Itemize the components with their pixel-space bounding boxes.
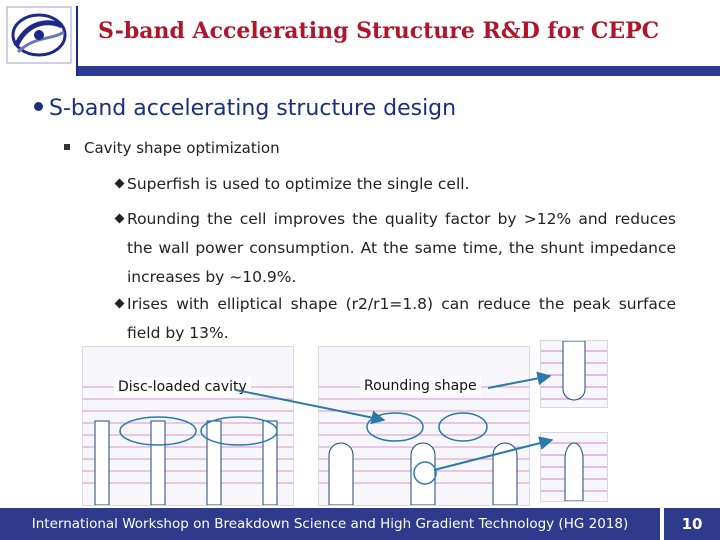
detail-bullet-2: Rounding the cell improves the quality f… (114, 205, 676, 292)
disc-loaded-cavity-label: Disc-loaded cavity (114, 377, 251, 397)
sub-bullet-text: Cavity shape optimization (84, 139, 280, 157)
rounding-shape-figure (318, 346, 530, 506)
detail-bullet-text: Superfish is used to optimize the single… (127, 175, 470, 193)
main-bullet-text: S-band accelerating structure design (49, 96, 457, 121)
header-bar (78, 66, 720, 76)
detail-bullet-3: Irises with elliptical shape (r2/r1=1.8)… (114, 290, 676, 348)
footer-bar: International Workshop on Breakdown Scie… (0, 508, 660, 540)
detail-bullet-1: Superfish is used to optimize the single… (114, 170, 676, 199)
main-bullet: S-band accelerating structure design (34, 96, 456, 121)
detail-bullet-text: Irises with elliptical shape (r2/r1=1.8)… (127, 295, 676, 342)
detail-bullet-text: Rounding the cell improves the quality f… (127, 210, 676, 286)
bullet-square-icon (64, 144, 70, 150)
bullet-dot-icon (34, 102, 43, 111)
iris-elliptical-figure (540, 432, 608, 502)
iris-circular-figure (540, 340, 608, 408)
page-number: 10 (664, 508, 720, 540)
disc-loaded-cavity-figure (82, 346, 294, 506)
footer-text: International Workshop on Breakdown Scie… (31, 516, 629, 532)
slide-title: S-band Accelerating Structure R&D for CE… (98, 18, 660, 44)
sub-bullet: Cavity shape optimization (64, 139, 280, 157)
rounding-shape-label: Rounding shape (360, 376, 481, 396)
header-divider (76, 6, 78, 76)
institute-logo-icon (6, 6, 72, 64)
